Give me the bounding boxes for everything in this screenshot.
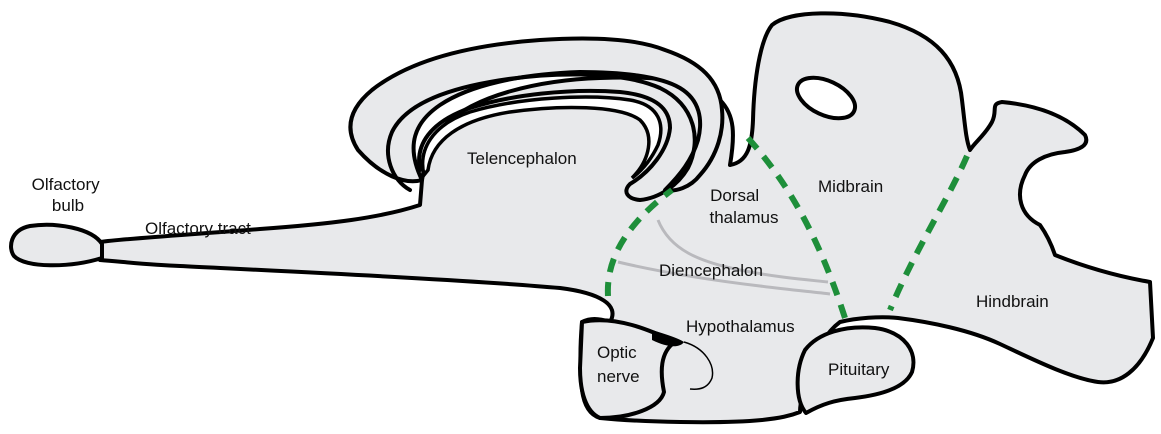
label-midbrain: Midbrain [818, 177, 883, 196]
olfactory-bulb-shape [11, 225, 102, 265]
label-diencephalon: Diencephalon [659, 261, 763, 280]
label-olfactory-tract: Olfactory tract [145, 219, 251, 238]
label-pituitary: Pituitary [828, 360, 890, 379]
label-telencephalon: Telencephalon [467, 149, 577, 168]
label-hindbrain: Hindbrain [976, 292, 1049, 311]
label-olfactory-bulb: Olfactory bulb [32, 175, 105, 215]
label-hypothalamus: Hypothalamus [686, 317, 795, 336]
